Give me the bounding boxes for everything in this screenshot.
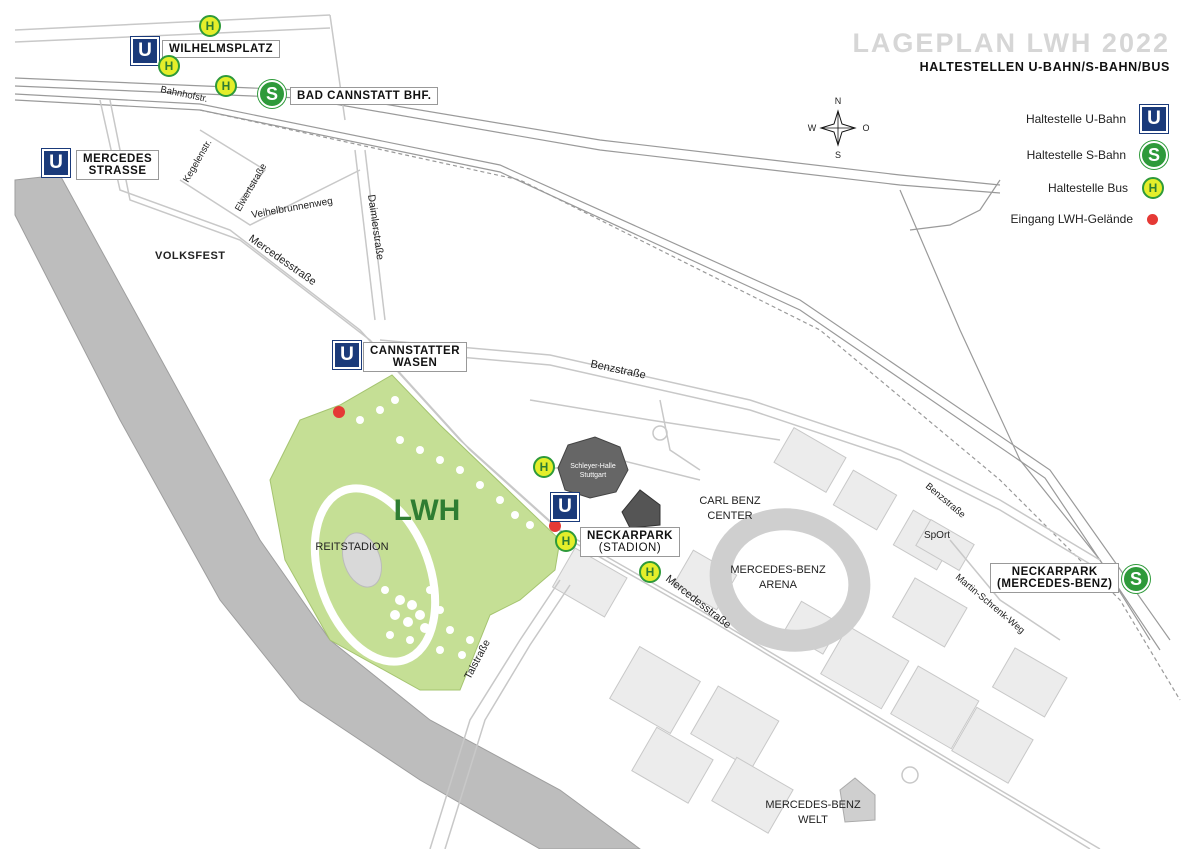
bus-icon[interactable]: H: [555, 530, 577, 552]
legend-bus-label: Haltestelle Bus: [1047, 181, 1128, 195]
map-subtitle: HALTESTELLEN U-BAHN/S-BAHN/BUS: [919, 60, 1170, 74]
place-carl-benz-line1: CARL BENZ: [699, 495, 761, 507]
ubahn-icon[interactable]: U: [332, 340, 362, 370]
legend-bus: Haltestelle Bus H: [1048, 177, 1164, 199]
schleyer-halle: [557, 436, 629, 499]
street-kegelenstr: Kegelenstr.: [181, 138, 214, 185]
stop-cannstatter-wasen-line1: CANNSTATTER: [370, 345, 461, 357]
legend-entrance-label: Eingang LWH-Gelände: [1010, 212, 1133, 226]
entrance-dot-north: [333, 406, 345, 418]
bus-icon[interactable]: H: [199, 15, 221, 37]
stop-mercedes-strasse-line2: STRASSE: [88, 165, 147, 177]
sbahn-icon[interactable]: S: [1122, 565, 1150, 593]
bus-icon: H: [1142, 177, 1164, 199]
sbahn-icon[interactable]: S: [258, 80, 286, 108]
bus-icon[interactable]: H: [533, 456, 555, 478]
map-title: LAGEPLAN LWH 2022: [852, 28, 1170, 58]
reitstadion-track: [310, 484, 440, 666]
ubahn-icon[interactable]: U: [550, 492, 580, 522]
building-blocks: [551, 426, 1068, 834]
mercedes-benz-welt-building: [839, 777, 876, 823]
stop-bad-cannstatt[interactable]: BAD CANNSTATT BHF.: [290, 87, 439, 105]
sbahn-icon: S: [1140, 141, 1168, 169]
place-lwh: LWH: [394, 494, 461, 527]
stop-wilhelmsplatz[interactable]: WILHELMSPLATZ: [162, 40, 281, 58]
place-carl-benz-line2: CENTER: [707, 510, 752, 522]
trees: [356, 396, 534, 659]
compass-n: N: [835, 96, 842, 106]
place-welt-line1: MERCEDES-BENZ: [765, 799, 861, 811]
place-welt-line2: WELT: [798, 814, 828, 826]
bus-icon[interactable]: H: [215, 75, 237, 97]
street-elwertstrasse: Elwertstraße: [233, 162, 269, 214]
schleyer-label-1: Schleyer-Halle: [570, 463, 616, 470]
stop-cannstatter-wasen[interactable]: CANNSTATTER WASEN: [363, 342, 468, 372]
street-veihelbrunnenweg: Veihelbrunnenweg: [251, 196, 334, 221]
place-volksfest: VOLKSFEST: [155, 250, 226, 262]
stop-neckarpark-mb[interactable]: NECKARPARK (MERCEDES-BENZ): [990, 563, 1120, 593]
river-neckar: [14, 174, 641, 849]
railway-lines: [14, 77, 1181, 701]
compass-o: O: [862, 123, 869, 133]
roundabout-north: [652, 425, 668, 441]
stop-cannstatter-wasen-line2: WASEN: [392, 357, 438, 369]
porsche-arena: [621, 489, 661, 529]
street-daimlerstrasse: Daimlerstraße: [365, 194, 386, 261]
ubahn-icon: U: [1139, 104, 1169, 134]
legend-entrance: Eingang LWH-Gelände: [1010, 212, 1162, 226]
legend-ubahn: Haltestelle U-Bahn U: [1025, 104, 1169, 134]
stop-neckarpark-stadion[interactable]: NECKARPARK (STADION): [580, 527, 680, 557]
roads: [14, 14, 1101, 849]
bus-icon[interactable]: H: [639, 561, 661, 583]
stop-neckarpark-stadion-line1: NECKARPARK: [587, 530, 673, 542]
place-sport: SpOrt: [924, 530, 950, 541]
ubahn-icon[interactable]: U: [130, 36, 160, 66]
street-mercedesstrasse-north: Mercedesstraße: [246, 233, 318, 288]
mercedes-benz-arena-ring: [709, 508, 871, 652]
roundabout-east: [901, 766, 919, 784]
stop-neckarpark-mb-line2: (MERCEDES-BENZ): [997, 578, 1113, 590]
bus-icon[interactable]: H: [158, 55, 180, 77]
entrance-dot-south: [549, 520, 561, 532]
street-benzstrasse: Benzstraße: [589, 358, 647, 381]
place-reitstadion: REITSTADION: [315, 541, 388, 553]
legend-ubahn-label: Haltestelle U-Bahn: [1025, 112, 1126, 126]
street-benzstrasse-east: Benzstraße: [923, 481, 967, 521]
reitstadion-field: [342, 532, 382, 588]
entrance-dot-icon: [1147, 213, 1158, 225]
ubahn-icon[interactable]: U: [41, 148, 71, 178]
stop-neckarpark-mb-line1: NECKARPARK: [1011, 566, 1098, 578]
compass-rose: N W O S: [808, 96, 870, 160]
compass-s: S: [835, 150, 841, 160]
legend-sbahn: Haltestelle S-Bahn S: [1027, 141, 1168, 169]
stop-mercedes-strasse-line1: MERCEDES: [83, 153, 153, 165]
schleyer-label-2: Stuttgart: [580, 472, 607, 479]
legend-sbahn-label: Haltestelle S-Bahn: [1026, 148, 1126, 162]
place-arena-line2: ARENA: [759, 579, 798, 591]
place-arena-line1: MERCEDES-BENZ: [730, 564, 826, 576]
stop-neckarpark-stadion-line2: (STADION): [598, 542, 662, 554]
stop-mercedes-strasse[interactable]: MERCEDES STRASSE: [76, 150, 160, 180]
compass-w: W: [808, 123, 817, 133]
